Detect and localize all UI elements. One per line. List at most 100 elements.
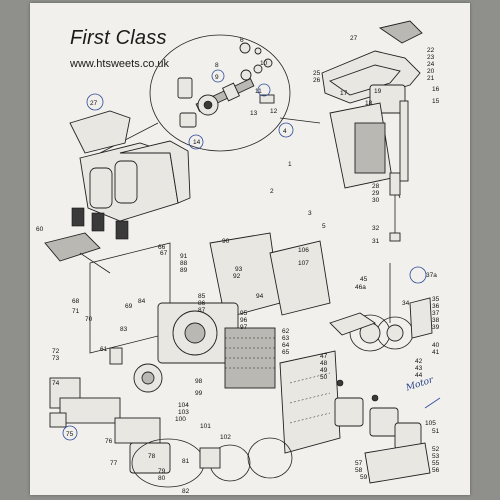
callout-103: 103	[178, 409, 189, 416]
callout-43: 43	[415, 365, 423, 372]
callout-12: 12	[270, 108, 278, 115]
callout-74: 74	[52, 380, 60, 387]
callout-53: 53	[432, 453, 440, 460]
callout-59: 59	[360, 474, 368, 481]
callout-61: 61	[100, 346, 108, 353]
callout-20: 20	[427, 68, 435, 75]
callout-75: 75	[66, 431, 74, 438]
callout-88: 88	[180, 260, 188, 267]
handwritten-marks	[62, 69, 441, 441]
callout-83: 83	[120, 326, 128, 333]
refrigeration-unit	[49, 232, 341, 488]
callout-77: 77	[110, 460, 118, 467]
callout-26: 26	[313, 77, 321, 84]
callout-28: 28	[372, 183, 380, 190]
callout-95: 95	[240, 310, 248, 317]
callout-39: 39	[432, 324, 440, 331]
callout-79: 79	[158, 468, 166, 475]
callout-37: 37	[432, 310, 440, 317]
callout-36: 36	[432, 303, 440, 310]
callout-25: 25	[313, 70, 321, 77]
callout-90: 90	[222, 238, 230, 245]
callout-21: 21	[427, 75, 435, 82]
callout-84: 84	[138, 298, 146, 305]
callout-22: 22	[427, 47, 435, 54]
callout-23: 23	[427, 54, 435, 61]
callout-5: 5	[322, 223, 326, 230]
callout-19: 19	[374, 88, 382, 95]
callout-69: 69	[125, 303, 133, 310]
callout-81: 81	[182, 458, 190, 465]
callout-76: 76	[105, 438, 113, 445]
callout-60: 60	[36, 226, 44, 233]
callout-11: 11	[255, 88, 262, 95]
callout-45: 45	[360, 276, 368, 283]
callout-106: 106	[298, 247, 309, 254]
exploded-view-drawing: 27 22 23 24 20 21 25 26 17 18 19 16 15 6…	[36, 20, 441, 495]
callout-13: 13	[250, 110, 258, 117]
callout-30: 30	[372, 197, 380, 204]
callout-15: 15	[432, 98, 440, 105]
callout-68: 68	[72, 298, 80, 305]
callout-37a: 37a	[426, 272, 437, 279]
callout-18: 18	[365, 100, 373, 107]
callout-85: 85	[198, 293, 206, 300]
callout-62: 62	[282, 328, 290, 335]
callout-89: 89	[180, 267, 188, 274]
callout-78: 78	[148, 453, 156, 460]
callout-4: 4	[283, 128, 287, 135]
callout-3: 3	[308, 210, 312, 217]
callout-41: 41	[432, 349, 440, 356]
callout-65: 65	[282, 349, 290, 356]
magnified-detail-view	[99, 34, 321, 154]
callout-51: 51	[432, 428, 440, 435]
callout-107: 107	[298, 260, 309, 267]
callout-73: 73	[52, 355, 60, 362]
callout-46a: 46a	[355, 284, 366, 291]
callout-102: 102	[220, 434, 231, 441]
callout-24: 24	[427, 61, 435, 68]
callout-101: 101	[200, 423, 211, 430]
callout-1: 1	[288, 161, 292, 168]
callout-87: 87	[198, 307, 206, 314]
callout-57: 57	[355, 460, 363, 467]
callout-40: 40	[432, 342, 440, 349]
callout-29: 29	[372, 190, 380, 197]
website-url: www.htsweets.co.uk	[70, 58, 170, 70]
callout-104: 104	[178, 402, 189, 409]
callout-82: 82	[182, 488, 190, 495]
callout-27-left: 27	[90, 100, 98, 107]
part-callouts: 27 22 23 24 20 21 25 26 17 18 19 16 15 6…	[36, 35, 440, 495]
callout-92: 92	[233, 273, 241, 280]
callout-66: 66	[158, 244, 166, 251]
callout-99: 99	[195, 390, 203, 397]
callout-10: 10	[260, 60, 268, 67]
callout-42: 42	[415, 358, 423, 365]
callout-38: 38	[432, 317, 440, 324]
callout-98: 98	[195, 378, 203, 385]
callout-105: 105	[425, 420, 436, 427]
callout-44: 44	[415, 372, 423, 379]
callout-50: 50	[320, 374, 328, 381]
callout-2: 2	[270, 188, 274, 195]
callout-67: 67	[160, 250, 168, 257]
callout-16: 16	[432, 86, 440, 93]
callout-72: 72	[52, 348, 60, 355]
callout-97: 97	[240, 324, 248, 331]
callout-63: 63	[282, 335, 290, 342]
twin-bowl-machine	[44, 110, 191, 274]
callout-9: 9	[215, 74, 219, 81]
callout-48: 48	[320, 360, 328, 367]
callout-86: 86	[198, 300, 206, 307]
callout-80: 80	[158, 475, 166, 482]
callout-91: 91	[180, 253, 188, 260]
callout-70: 70	[85, 316, 93, 323]
callout-8: 8	[215, 62, 219, 69]
parts-diagram-sheet: First Class www.htsweets.co.uk	[30, 3, 470, 495]
callout-34: 34	[402, 300, 410, 307]
callout-49: 49	[320, 367, 328, 374]
callout-94: 94	[256, 293, 264, 300]
callout-93: 93	[235, 266, 243, 273]
callout-17: 17	[340, 90, 348, 97]
